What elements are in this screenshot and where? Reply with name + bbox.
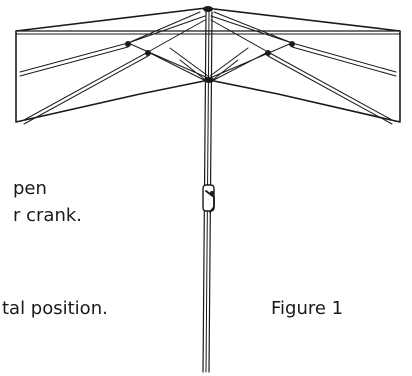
instruction-text-line-1: pen	[13, 178, 47, 199]
umbrella-ribs-right	[209, 11, 397, 125]
instruction-text-line-3: tal position.	[2, 298, 108, 319]
umbrella-ribs-left	[19, 11, 209, 125]
figure-label: Figure 1	[271, 298, 344, 319]
umbrella-canopy	[15, 6, 401, 123]
umbrella-center-struts	[169, 47, 249, 83]
crank-handle	[202, 184, 215, 213]
instruction-text-line-2: r crank.	[13, 205, 83, 226]
